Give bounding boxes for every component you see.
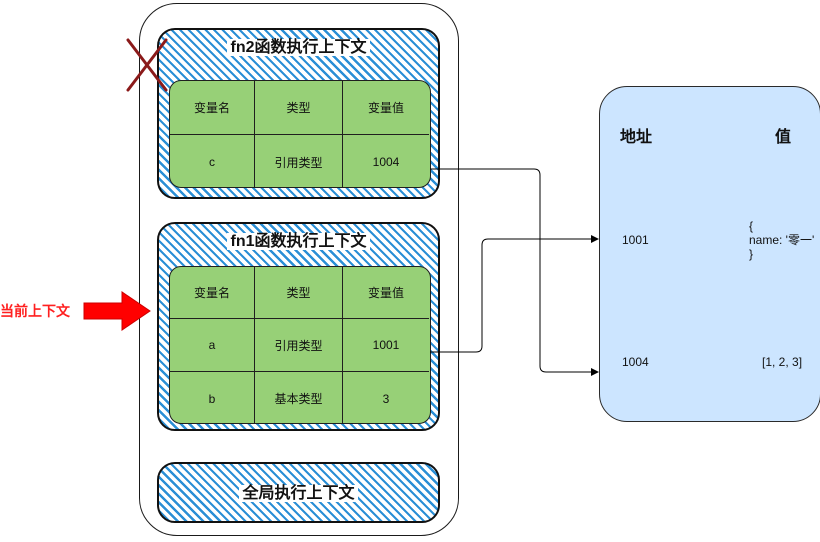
fn2-context-title: fn2函数执行上下文 [227, 39, 370, 56]
table-header-cell: 类型 [255, 267, 343, 319]
value-line: [1, 2, 3] [762, 355, 803, 369]
memory-value-1001: { name: '零一' } [749, 219, 814, 261]
table-header-cell: 变量值 [343, 267, 429, 319]
table-cell: b [170, 372, 255, 423]
table-cell: a [170, 319, 255, 372]
table-cell: c [170, 135, 255, 187]
fn2-variable-table: 变量名 类型 变量值 c 引用类型 1004 [169, 80, 431, 188]
value-header: 值 [775, 129, 792, 146]
table-cell: 1004 [372, 155, 400, 169]
value-line: { [749, 219, 754, 233]
table-header-cell: 变量名 [170, 267, 255, 319]
table-header-cell: 变量名 [170, 81, 255, 135]
memory-address-1001: 1001 [622, 233, 649, 247]
table-header-cell: 类型 [255, 81, 343, 135]
heap-memory-box [599, 86, 820, 422]
global-execution-context: 全局执行上下文 [157, 462, 440, 523]
value-line: name: '零一' [749, 233, 815, 247]
address-header: 地址 [620, 129, 653, 146]
current-context-arrow-icon [83, 291, 151, 331]
table-cell: 3 [382, 391, 390, 406]
current-context-label: 当前上下文 [0, 303, 70, 319]
popped-cross-icon [126, 38, 168, 92]
global-context-title: 全局执行上下文 [239, 485, 358, 502]
fn1-context-title: fn1函数执行上下文 [227, 233, 370, 250]
table-header-cell: 变量值 [343, 81, 429, 135]
table-cell: 基本类型 [255, 372, 343, 423]
value-line: } [749, 247, 754, 261]
pointer-arrow-c-to-1004 [430, 168, 599, 376]
pointer-arrow-a-to-1001 [430, 235, 599, 353]
fn1-variable-table: 变量名 类型 变量值 a 引用类型 1001 b 基本类型 3 [169, 266, 431, 424]
fn1-execution-context: fn1函数执行上下文 变量名 类型 变量值 a 引用类型 1001 b 基本类型… [157, 222, 440, 431]
table-cell: 引用类型 [255, 319, 343, 372]
memory-address-1004: 1004 [622, 355, 649, 369]
fn2-execution-context: fn2函数执行上下文 变量名 类型 变量值 c 引用类型 1004 [157, 28, 440, 199]
memory-value-1004: [1, 2, 3] [762, 355, 802, 369]
table-cell: 1001 [343, 319, 429, 372]
table-cell: 引用类型 [255, 135, 343, 187]
